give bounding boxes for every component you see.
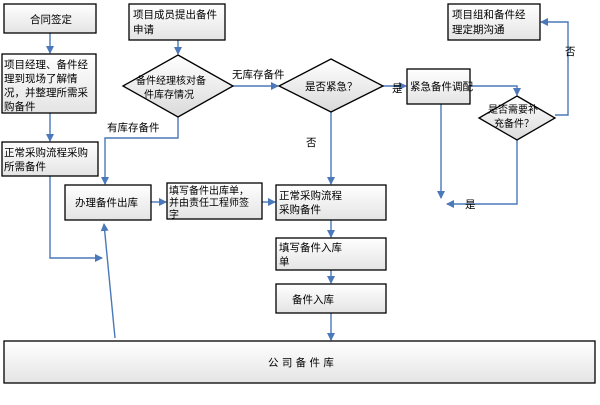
node-periodic-comm-line-2: 理定期沟通 bbox=[452, 23, 505, 36]
node-warehouse-label: 公 司 备 件 库 bbox=[268, 356, 334, 369]
node-urgent-dispatch: 紧急备件调配 bbox=[406, 68, 473, 105]
edge-label-yes-urgent: 是 bbox=[392, 83, 403, 95]
node-urgent-question-label: 是否紧急？ bbox=[305, 80, 358, 93]
edge-label-yes-replenish: 是 bbox=[465, 199, 476, 211]
node-fill-outbound-line-2: 并由责任工程师签 bbox=[169, 196, 249, 209]
node-fill-inbound: 填写备件入库 单 bbox=[275, 237, 387, 271]
node-parts-inbound: 备件入库 bbox=[275, 283, 387, 314]
edge-label-no-stock: 无库存备件 bbox=[232, 68, 285, 81]
arrow-left-purchase-to-inbound bbox=[49, 176, 103, 262]
node-member-request: 项目成员提出备件 申请 bbox=[128, 3, 226, 41]
edge-label-has-stock: 有库存备件 bbox=[107, 121, 160, 134]
node-contract-label: 合同签定 bbox=[30, 13, 72, 26]
arrow-replenish-to-purchase bbox=[446, 140, 518, 208]
node-normal-purchase-mid: 正常采购流程 采购备件 bbox=[275, 184, 387, 221]
node-fill-outbound-line-1: 填写备件出库单， bbox=[169, 184, 249, 197]
node-normal-purchase-left-line-1: 正常采购流程采购 bbox=[4, 146, 88, 159]
arrow-check-to-issue bbox=[101, 117, 179, 185]
arrow-warehouse-to-issue bbox=[100, 223, 116, 339]
node-parts-inbound-label: 备件入库 bbox=[292, 293, 334, 306]
node-issue-parts-label: 办理备件出库 bbox=[75, 196, 138, 209]
node-urgent-question: 是否紧急？ bbox=[277, 58, 385, 113]
arrow-replenish-to-comm bbox=[540, 18, 569, 116]
node-member-request-line-2: 申请 bbox=[133, 23, 154, 36]
node-check-stock: 备件经理核对备 件库存情况 bbox=[121, 54, 235, 118]
edge-labels: 无库存备件 有库存备件 是 否 否 是 bbox=[107, 46, 576, 211]
node-replenish-question-line-2: 充备件？ bbox=[494, 117, 534, 130]
node-member-request-line-1: 项目成员提出备件 bbox=[133, 8, 217, 21]
node-fill-outbound: 填写备件出库单， 并由责任工程师签 字 bbox=[166, 182, 263, 221]
node-fill-inbound-line-2: 单 bbox=[279, 256, 290, 268]
node-normal-purchase-mid-line-2: 采购备件 bbox=[279, 203, 321, 216]
node-replenish-question-line-1: 是否需要补 bbox=[488, 103, 538, 116]
edge-label-no-urgent: 否 bbox=[306, 137, 317, 149]
node-normal-purchase-left: 正常采购流程采购 所需备件 bbox=[1, 141, 99, 177]
node-contract: 合同签定 bbox=[3, 3, 97, 34]
node-normal-purchase-left-line-2: 所需备件 bbox=[4, 160, 46, 173]
connectors bbox=[46, 18, 569, 341]
node-check-stock-line-1: 备件经理核对备 bbox=[136, 74, 206, 87]
node-fill-outbound-line-3: 字 bbox=[169, 208, 179, 221]
edge-label-no-replenish: 否 bbox=[565, 46, 576, 58]
node-pm-survey-line-1: 项目经理、备件经 bbox=[4, 58, 88, 71]
node-replenish-question: 是否需要补 充备件？ bbox=[477, 95, 557, 141]
node-pm-survey: 项目经理、备件经 理到现场了解情 况，并整理所需采 购备件 bbox=[1, 53, 97, 114]
node-urgent-dispatch-label: 紧急备件调配 bbox=[410, 80, 473, 93]
node-pm-survey-line-4: 购备件 bbox=[4, 100, 36, 113]
node-check-stock-line-2: 件库存情况 bbox=[144, 88, 194, 101]
node-pm-survey-line-2: 理到现场了解情 bbox=[4, 72, 78, 85]
node-pm-survey-line-3: 况，并整理所需采 bbox=[4, 86, 88, 99]
node-issue-parts: 办理备件出库 bbox=[64, 184, 152, 221]
node-periodic-comm-line-1: 项目组和备件经 bbox=[452, 8, 526, 21]
node-periodic-comm: 项目组和备件经 理定期沟通 bbox=[447, 3, 541, 41]
node-fill-inbound-line-1: 填写备件入库 bbox=[279, 241, 342, 254]
node-normal-purchase-mid-line-1: 正常采购流程 bbox=[279, 189, 342, 202]
node-warehouse: 公 司 备 件 库 bbox=[3, 340, 596, 384]
arrow-dispatch-to-replenish bbox=[470, 85, 521, 96]
